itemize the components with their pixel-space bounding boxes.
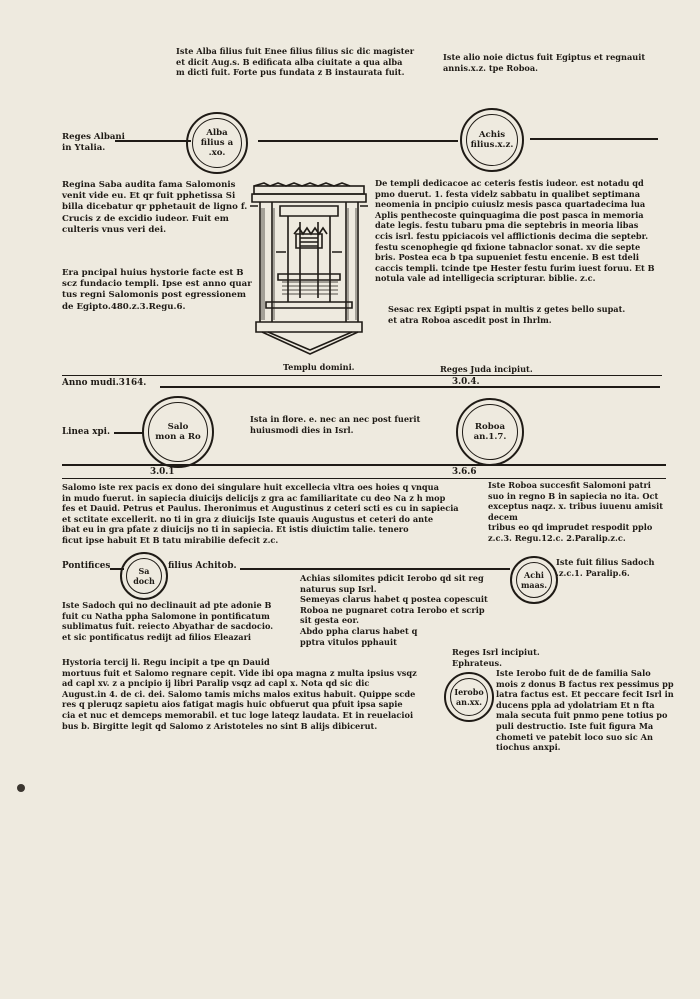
linea-christi-label: Linea xpi. (62, 427, 111, 437)
divider2-left-number: 3.0.1 (150, 467, 175, 477)
salomon-excellence-text: Salomo iste rex pacis ex dono dei singul… (62, 482, 459, 545)
divider2-right-number: 3.6.6 (452, 467, 477, 477)
anno-mundi-label: Anno mudi.3164. (62, 378, 147, 388)
ink-spot (17, 784, 25, 792)
roundel-roboam-label: Roboa an.1.7. (462, 404, 518, 460)
roundel-salomon: Salo mon a Ro (142, 396, 214, 468)
row1-rule-mid (258, 140, 458, 142)
roundel-achis-label: Achis filius.x.z. (466, 114, 518, 166)
sesac-note: Sesac rex Egipti pspat in multis z getes… (388, 304, 626, 325)
templum-domini-caption: Templu domini. (283, 362, 355, 372)
temple-woodcut-image (250, 182, 368, 355)
roundel-sadoch-label: Sa doch (126, 558, 162, 594)
dedicatio-templi-text: De templi dedicacoe ac ceteris festis iu… (375, 178, 655, 284)
salomon-flore-note: Ista in flore. e. nec an nec post fuerit… (250, 414, 421, 435)
divider1-number: 3.0.4. (452, 377, 480, 387)
regina-saba-text: Regina Saba audita fama Salomonis venit … (62, 180, 248, 235)
reges-juda-heading: Reges Juda incipiut. (440, 364, 533, 374)
pontifices-rule (110, 568, 124, 570)
roundel-sadoch: Sa doch (120, 552, 168, 600)
divider1-rule-bottom (160, 386, 660, 388)
roundel-salomon-label: Salo mon a Ro (148, 402, 208, 462)
reges-albani-label: Reges Albani in Ytalia. (62, 132, 125, 154)
pontifices-label: Pontifices (62, 561, 111, 571)
roundel-jeroboam-label: Ierobo an.xx. (450, 678, 488, 716)
roundel-achimaas-label: Achi maas. (516, 562, 552, 598)
prophets-note: Achias silomites pdicit Ierobo qd sit re… (300, 573, 488, 647)
roundel-alba: Alba filius a .xo. (186, 112, 248, 174)
achimaas-note: Iste fuit filius Sadoch .z.c.1. Paralip.… (556, 557, 655, 578)
roundel-alba-label: Alba filius a .xo. (192, 118, 242, 168)
row1-rule-left (115, 140, 191, 142)
row1-rule-right (530, 138, 658, 140)
roundel-roboam: Roboa an.1.7. (456, 398, 524, 466)
divider2-rule-lower (62, 478, 666, 479)
sadoch-text: Iste Sadoch qui no declinauit ad pte ado… (62, 600, 274, 642)
roboam-succession-text: Iste Roboa succesfit Salomoni patri suo … (488, 480, 664, 543)
third-book-kings-text: Hystoria tercij li. Regu incipit a tpe q… (62, 657, 417, 731)
roundel-achis: Achis filius.x.z. (460, 108, 524, 172)
roundel-achimaas: Achi maas. (510, 556, 558, 604)
top-note-egyptus: Iste alio noie dictus fuit Egiptus et re… (443, 52, 646, 73)
fundatio-templi-text: Era pncipal huius hystorie facte est B s… (62, 268, 252, 312)
reges-israel-heading: Reges Isrl incipiut. Ephrateus. (452, 647, 540, 668)
jeroboam-text: Iste Ierobo fuit de de familia Salo mois… (496, 668, 674, 753)
row2-rule-left (114, 432, 144, 434)
filius-achitob-label: filius Achitob. (168, 561, 237, 571)
pontifices-rule-right (240, 568, 510, 570)
divider1-rule-top (62, 375, 662, 376)
top-note-alba: Iste Alba filius fuit Enee filius filius… (176, 46, 415, 78)
roundel-jeroboam: Ierobo an.xx. (444, 672, 494, 722)
divider2-rule (62, 464, 666, 466)
